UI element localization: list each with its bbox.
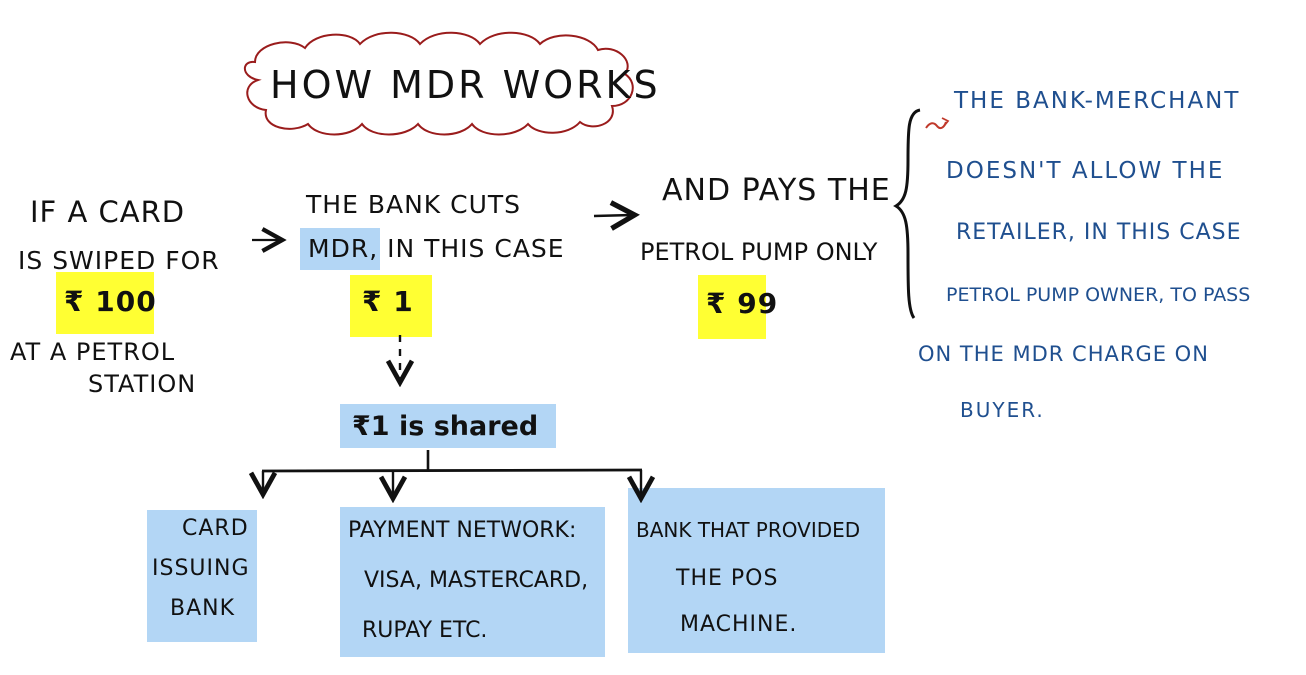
step3-amount: ₹ 99: [706, 287, 779, 320]
recipient-card-bank-line2: Issuing: [152, 556, 250, 581]
arrow-step2-to-step3: [593, 215, 632, 216]
recipient-card-bank-line3: Bank: [170, 596, 236, 621]
note-line4: Petrol Pump owner, to pass: [946, 284, 1251, 306]
note-line2: doesn't allow the: [946, 158, 1225, 184]
step1-line5: station: [88, 370, 197, 398]
highlight-pos-bank: [628, 488, 885, 653]
step2-amount: ₹ 1: [362, 285, 414, 318]
step3-line1: And pays the: [662, 173, 891, 208]
recipient-pos-bank-line2: the PoS: [676, 566, 779, 591]
step1-line4: at a petrol: [10, 338, 176, 366]
highlight-mdr: [300, 228, 380, 270]
recipient-card-bank-line1: Card: [182, 516, 249, 541]
step2-line2: MDR, in this case: [308, 234, 565, 263]
recipient-network-line3: Rupay etc.: [362, 618, 488, 643]
note-line3: Retailer, in this case: [956, 220, 1242, 245]
recipient-network-line1: Payment Network:: [348, 518, 577, 543]
shared-label: ₹1 is shared: [352, 411, 539, 442]
highlight-99: [698, 275, 766, 339]
note-line5: on the MDR charge on: [918, 342, 1209, 366]
diagram-title: How MDR Works: [270, 63, 661, 107]
step1-amount: ₹ 100: [64, 285, 157, 318]
highlight-card-issuing-bank: [147, 510, 257, 642]
recipient-network-line2: Visa, Mastercard,: [364, 568, 589, 593]
recipient-pos-bank-line1: Bank that provided: [636, 518, 861, 542]
curly-brace: [893, 108, 921, 319]
note-pointer-squiggle: [925, 121, 947, 130]
highlight-payment-network: [340, 507, 605, 657]
note-line1: The Bank-Merchant: [954, 88, 1241, 114]
note-line6: buyer.: [960, 398, 1045, 422]
step2-line1: The bank cuts: [306, 190, 522, 219]
step1-line2: is swiped for: [18, 246, 220, 275]
highlight-1: [350, 275, 432, 337]
step1-line1: If a card: [30, 195, 186, 229]
title-cloud: [243, 31, 634, 136]
tree-bar: [261, 468, 643, 473]
highlight-100: [56, 272, 154, 334]
step3-line2: Petrol Pump only: [640, 238, 878, 266]
highlight-shared: [340, 404, 556, 448]
recipient-pos-bank-line3: machine.: [680, 612, 798, 637]
